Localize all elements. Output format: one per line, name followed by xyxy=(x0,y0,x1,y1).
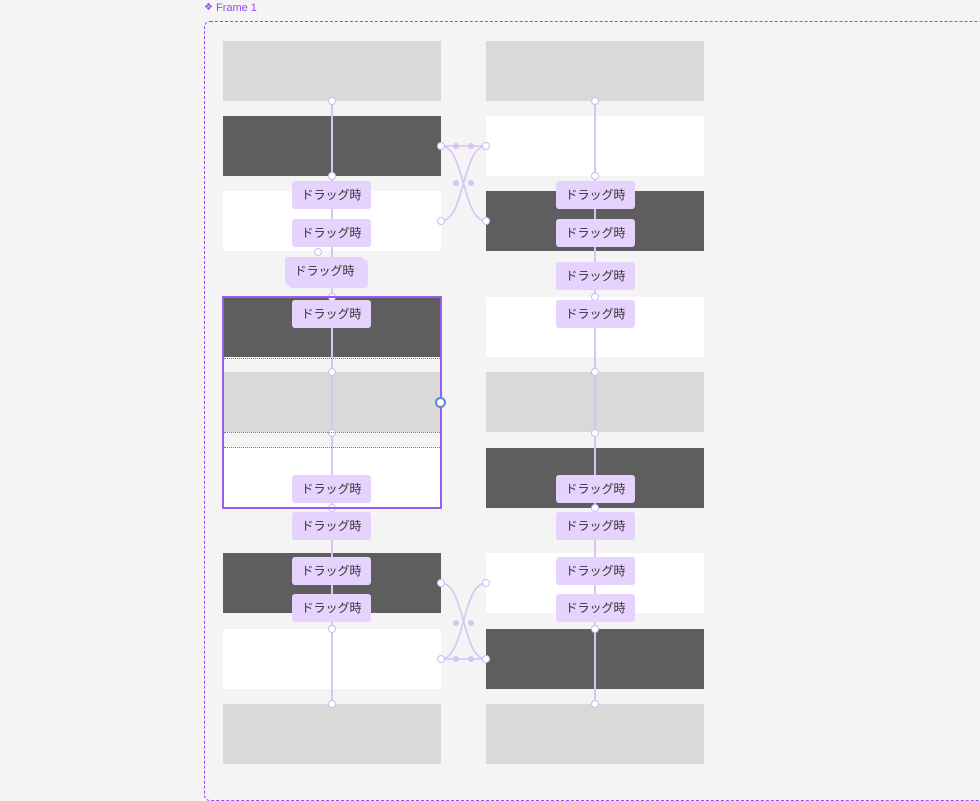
connector-dot[interactable] xyxy=(437,579,445,587)
left-card-1[interactable] xyxy=(223,41,441,101)
connector-dot[interactable] xyxy=(437,655,445,663)
connector-dot[interactable] xyxy=(328,429,336,437)
connector-dot[interactable] xyxy=(591,504,599,512)
drag-state-tag[interactable]: ドラッグ時 xyxy=(292,181,371,209)
connector-dot[interactable] xyxy=(482,142,490,150)
cross-midpoint xyxy=(468,143,474,149)
drag-state-tag[interactable]: ドラッグ時 xyxy=(556,300,635,328)
drag-state-tag[interactable]: ドラッグ時 xyxy=(292,512,371,540)
connector-dot[interactable] xyxy=(437,217,445,225)
left-card-9[interactable] xyxy=(223,704,441,764)
cross-midpoint xyxy=(468,180,474,186)
right-card-9[interactable] xyxy=(486,704,704,764)
drag-state-tag[interactable]: ドラッグ時 xyxy=(292,219,371,247)
drag-state-tag[interactable]: ドラッグ時 xyxy=(556,262,635,290)
drag-state-tag[interactable]: ドラッグ時 xyxy=(556,219,635,247)
connector-dot[interactable] xyxy=(482,579,490,587)
drag-state-tag[interactable]: ドラッグ時 xyxy=(556,557,635,585)
cross-midpoint xyxy=(453,143,459,149)
connector-dot[interactable] xyxy=(591,700,599,708)
connector-dot[interactable] xyxy=(328,97,336,105)
drag-state-tag[interactable]: ドラッグ時 xyxy=(556,475,635,503)
drag-state-tag[interactable]: ドラッグ時 xyxy=(556,512,635,540)
right-connector-line xyxy=(594,101,596,704)
connector-dot[interactable] xyxy=(328,368,336,376)
selection-divider xyxy=(224,432,440,433)
cross-connector-bottom-b xyxy=(440,582,487,660)
cross-midpoint xyxy=(453,180,459,186)
connector-dot[interactable] xyxy=(328,625,336,633)
connector-dot[interactable] xyxy=(591,172,599,180)
drag-state-tag[interactable]: ドラッグ時 xyxy=(292,594,371,622)
selection-divider xyxy=(224,358,440,359)
frame-title[interactable]: ❖ Frame 1 xyxy=(204,1,257,15)
cross-midpoint xyxy=(453,656,459,662)
selection-divider xyxy=(224,447,440,448)
drag-state-tag[interactable]: ドラッグ時 xyxy=(285,257,364,285)
drag-state-tag[interactable]: ドラッグ時 xyxy=(292,557,371,585)
connector-dot[interactable] xyxy=(314,248,322,256)
connector-dot[interactable] xyxy=(591,429,599,437)
frame-title-text: Frame 1 xyxy=(215,2,257,14)
connector-dot[interactable] xyxy=(591,368,599,376)
connector-dot[interactable] xyxy=(482,655,490,663)
cross-connector-top-b xyxy=(440,145,487,222)
cross-midpoint xyxy=(468,620,474,626)
drag-state-tag[interactable]: ドラッグ時 xyxy=(292,300,371,328)
drag-state-tag[interactable]: ドラッグ時 xyxy=(556,594,635,622)
connector-dot[interactable] xyxy=(591,625,599,633)
cross-midpoint xyxy=(468,656,474,662)
connector-handle[interactable] xyxy=(435,397,446,408)
connector-dot[interactable] xyxy=(328,700,336,708)
connector-dot[interactable] xyxy=(437,142,445,150)
connector-dot[interactable] xyxy=(328,172,336,180)
cross-midpoint xyxy=(453,620,459,626)
connector-dot[interactable] xyxy=(591,97,599,105)
right-card-1[interactable] xyxy=(486,41,704,101)
connector-dot[interactable] xyxy=(482,217,490,225)
component-icon: ❖ xyxy=(204,2,213,13)
drag-state-tag[interactable]: ドラッグ時 xyxy=(292,475,371,503)
drag-state-tag[interactable]: ドラッグ時 xyxy=(556,181,635,209)
left-connector-line xyxy=(331,101,333,704)
